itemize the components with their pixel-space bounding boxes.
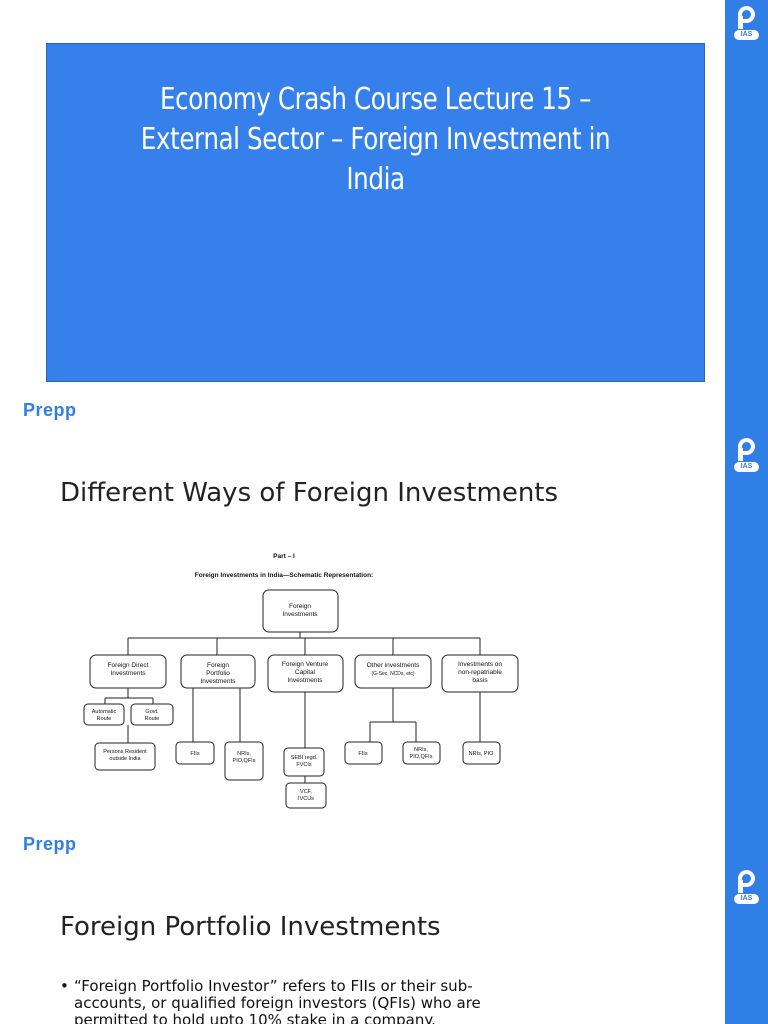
node-govt-route (130, 703, 174, 726)
diagram-caption: Foreign Investments in India—Schematic R… (195, 572, 373, 579)
node-other (354, 654, 432, 689)
fpi-nris-label: NRIs,PIO,QFIs (233, 751, 256, 764)
node-fvci-sebi (283, 747, 325, 777)
prepp-ias-logo-icon: IAS (733, 438, 760, 474)
node-auto-route (83, 703, 125, 726)
slide-3: IAS Foreign Portfolio Investments • “For… (0, 864, 768, 1024)
node-fvci-vcf (285, 782, 327, 809)
ias-badge: IAS (734, 462, 759, 472)
node-fpi-nris (224, 741, 264, 781)
bullet-dot-icon: • (60, 977, 69, 995)
other-nris-label: NRIs,PIO,QFIs (410, 747, 433, 760)
node-other-fiis (344, 741, 383, 765)
slide-heading: Different Ways of Foreign Investments (60, 478, 559, 508)
foreign-investment-diagram: Part – I Foreign Investments in India—Sc… (58, 532, 536, 814)
title-box: Economy Crash Course Lecture 15 – Extern… (46, 43, 705, 382)
other-fiis-label: FIIs (358, 751, 367, 757)
bullet-item: • “Foreign Portfolio Investor” refers to… (60, 978, 500, 1024)
ias-badge: IAS (734, 30, 759, 40)
brand-stripe: IAS (725, 0, 768, 432)
brand-stripe: IAS (725, 864, 768, 1024)
node-nonrep-leaf (462, 741, 501, 765)
other-label: Other investments (367, 662, 420, 669)
node-root (262, 589, 339, 633)
prepp-ias-logo-icon: IAS (733, 870, 760, 906)
brand-stripe: IAS (725, 432, 768, 864)
bullet-text: “Foreign Portfolio Investor” refers to F… (74, 977, 481, 1024)
brand-logo: Prepp (23, 400, 77, 420)
fvci-vcf-label: VCF,IVCUs (298, 789, 314, 802)
prepp-ias-logo-icon: IAS (733, 6, 760, 42)
brand-logo: Prepp (23, 834, 77, 854)
slide-heading: Foreign Portfolio Investments (60, 912, 441, 942)
slide-1: IAS Economy Crash Course Lecture 15 – Ex… (0, 0, 768, 432)
node-other-nris (402, 741, 441, 765)
node-fdi-leaf (94, 742, 156, 771)
node-nonrep (441, 654, 519, 693)
slide-2: IAS Different Ways of Foreign Investment… (0, 432, 768, 864)
govt-route-label: Govt.Route (145, 709, 160, 722)
ias-badge: IAS (734, 894, 759, 904)
node-fvci (267, 654, 344, 693)
node-fpi (180, 654, 256, 689)
node-fpi-fiis (175, 741, 215, 765)
fpi-fiis-label: FIIs (190, 751, 199, 757)
fvci-sebi-label: SEBI regd.FVCIs (291, 755, 318, 768)
slide-title: Economy Crash Course Lecture 15 – Extern… (140, 82, 611, 197)
nonrep-leaf-label: NRIs, PIO (469, 751, 494, 757)
other-note: (G-Sec, NCDs, etc) (371, 671, 414, 677)
node-fdi (89, 654, 167, 689)
diagram-part-label: Part – I (273, 553, 295, 560)
